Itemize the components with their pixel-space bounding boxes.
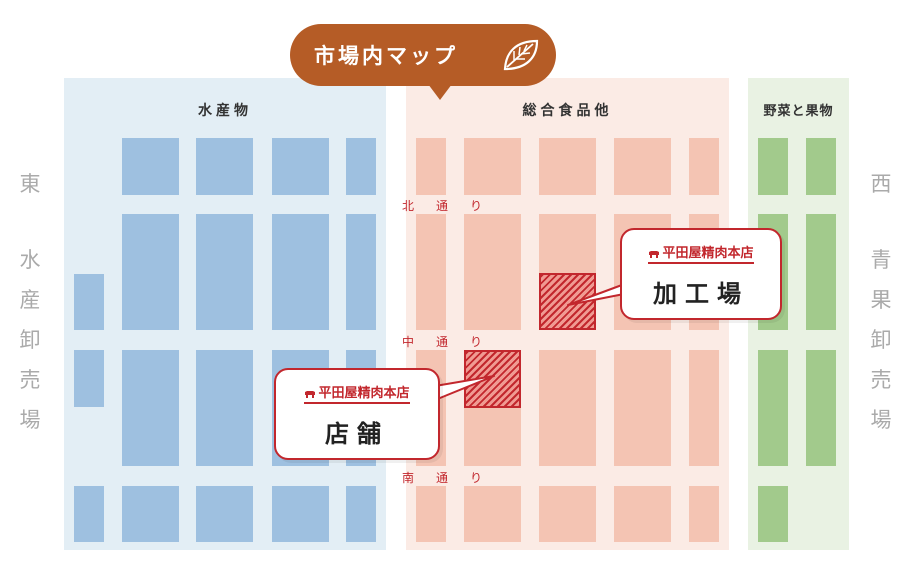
general-block xyxy=(539,350,596,466)
fish-block xyxy=(122,138,179,195)
general-block xyxy=(689,350,719,466)
factory-callout[interactable]: 平田屋精肉本店 加工場 xyxy=(620,228,782,320)
zone-veg-label: 野菜と果物 xyxy=(763,104,834,119)
fish-block xyxy=(196,350,253,466)
map-title-bubble: 市場内マップ xyxy=(290,24,556,86)
east-char: 東 xyxy=(19,172,41,196)
general-block xyxy=(416,486,446,542)
fish-block xyxy=(196,138,253,195)
general-block xyxy=(614,138,671,195)
fish-block xyxy=(74,486,104,542)
veg-block xyxy=(758,350,788,466)
factory-location-marker[interactable] xyxy=(539,273,596,330)
fish-block xyxy=(272,214,329,330)
shop-brand: 平田屋精肉本店 xyxy=(276,382,438,404)
fish-block xyxy=(196,486,253,542)
fish-block xyxy=(122,214,179,330)
factory-brand: 平田屋精肉本店 xyxy=(622,242,780,264)
street-north-label: 北通り xyxy=(402,199,505,213)
map-title-tail xyxy=(428,84,452,100)
factory-name: 加工場 xyxy=(653,280,749,308)
veg-block xyxy=(758,486,788,542)
fish-block xyxy=(346,138,376,195)
east-char: 売 xyxy=(19,368,41,392)
shop-callout[interactable]: 平田屋精肉本店 店舗 xyxy=(274,368,440,460)
general-block xyxy=(539,486,596,542)
east-char: 場 xyxy=(19,408,41,432)
west-char: 青 xyxy=(870,248,892,272)
general-block xyxy=(614,486,671,542)
fish-block xyxy=(122,486,179,542)
general-block xyxy=(416,138,446,195)
factory-brand-text: 平田屋精肉本店 xyxy=(662,246,754,261)
cow-icon xyxy=(305,391,316,398)
general-block xyxy=(464,138,521,195)
general-block xyxy=(689,138,719,195)
east-char: 産 xyxy=(19,288,41,312)
leaf-icon xyxy=(503,39,539,71)
west-char: 卸 xyxy=(870,328,892,352)
fish-block xyxy=(74,274,104,330)
general-block xyxy=(416,214,446,330)
fish-block xyxy=(196,214,253,330)
street-south-label: 南通り xyxy=(402,471,505,485)
west-char: 西 xyxy=(870,172,892,196)
general-block xyxy=(614,350,671,466)
fish-block xyxy=(272,486,329,542)
east-side-label: 東 水 産 卸 売 場 xyxy=(15,164,45,440)
shop-name: 店舗 xyxy=(325,420,389,448)
street-middle-label: 中通り xyxy=(402,335,505,349)
zone-general-label: 総合食品他 xyxy=(522,103,613,119)
map-title: 市場内マップ xyxy=(314,44,458,68)
veg-block xyxy=(758,138,788,195)
west-char: 果 xyxy=(870,288,892,312)
fish-block xyxy=(272,138,329,195)
east-char: 水 xyxy=(19,248,41,272)
fish-block xyxy=(122,350,179,466)
general-block xyxy=(689,486,719,542)
west-char: 場 xyxy=(870,408,892,432)
fish-block xyxy=(346,214,376,330)
fish-block xyxy=(74,350,104,407)
veg-block xyxy=(806,350,836,466)
general-block xyxy=(464,214,521,330)
east-char: 卸 xyxy=(19,328,41,352)
shop-brand-text: 平田屋精肉本店 xyxy=(318,386,410,401)
general-block xyxy=(539,138,596,195)
west-side-label: 西 青 果 卸 売 場 xyxy=(866,164,896,440)
general-block xyxy=(464,486,521,542)
west-char: 売 xyxy=(870,368,892,392)
zone-fish-label: 水産物 xyxy=(198,103,252,119)
cow-icon xyxy=(649,251,660,258)
shop-location-marker[interactable] xyxy=(464,350,521,408)
veg-block xyxy=(806,214,836,330)
fish-block xyxy=(346,486,376,542)
veg-block xyxy=(806,138,836,195)
